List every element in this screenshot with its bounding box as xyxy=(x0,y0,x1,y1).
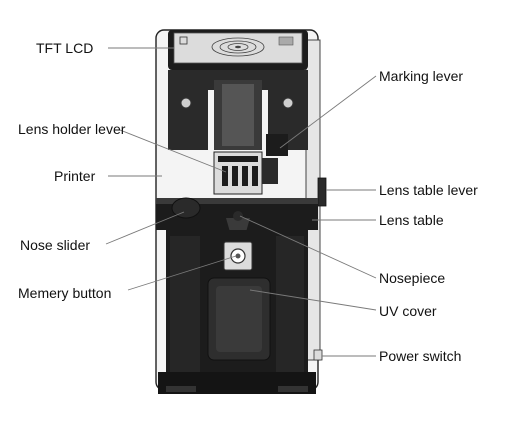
lens-table-lever xyxy=(317,177,327,207)
lcd-square-icon xyxy=(179,36,188,45)
label-lens-table-lever: Lens table lever xyxy=(379,182,478,198)
lcd-status-bar xyxy=(278,36,294,46)
label-nose-slider: Nose slider xyxy=(20,237,90,253)
callout-labels: TFT LCD Marking lever Lens holder lever … xyxy=(18,40,478,364)
label-lens-table: Lens table xyxy=(379,212,444,228)
leader-nose-slider xyxy=(105,211,185,245)
nose-slider xyxy=(171,197,201,219)
memory-button-center xyxy=(235,253,241,259)
label-tft-lcd: TFT LCD xyxy=(36,40,93,56)
uv-cover-window xyxy=(216,286,262,352)
lens-holder-pins xyxy=(222,166,258,186)
marking-lever xyxy=(266,134,288,156)
base-foot-right xyxy=(278,386,308,392)
device-upper-body xyxy=(168,70,308,150)
nosepiece-tip xyxy=(233,211,243,221)
label-lens-holder-lever: Lens holder lever xyxy=(18,121,126,137)
leader-memery-button xyxy=(127,255,237,291)
leader-lens-holder-lever xyxy=(119,129,227,173)
leader-uv-cover xyxy=(249,289,377,311)
nosepiece xyxy=(226,218,250,232)
screw-right xyxy=(282,97,294,109)
label-nosepiece: Nosepiece xyxy=(379,270,445,286)
optical-column-highlight xyxy=(222,84,254,146)
label-power-switch: Power switch xyxy=(379,348,461,364)
lower-body-shade-right xyxy=(276,236,304,376)
lower-body-shade-left xyxy=(170,236,200,376)
lens-holder-lever xyxy=(218,156,258,162)
base-foot-left xyxy=(166,386,196,392)
device-base xyxy=(158,372,316,394)
leader-lines xyxy=(105,47,377,357)
label-marking-lever: Marking lever xyxy=(379,68,463,84)
label-memery-button: Memery button xyxy=(18,285,111,301)
leader-nosepiece xyxy=(239,215,377,279)
leader-marking-lever xyxy=(279,75,377,149)
label-uv-cover: UV cover xyxy=(379,303,437,319)
lens-holder-right-block xyxy=(262,158,278,184)
screw-left xyxy=(180,97,192,109)
power-switch xyxy=(313,349,323,361)
label-printer: Printer xyxy=(54,168,96,184)
lens-table-top xyxy=(156,198,318,204)
lensmeter-device xyxy=(155,29,327,394)
lcd-target-icon xyxy=(211,37,265,57)
